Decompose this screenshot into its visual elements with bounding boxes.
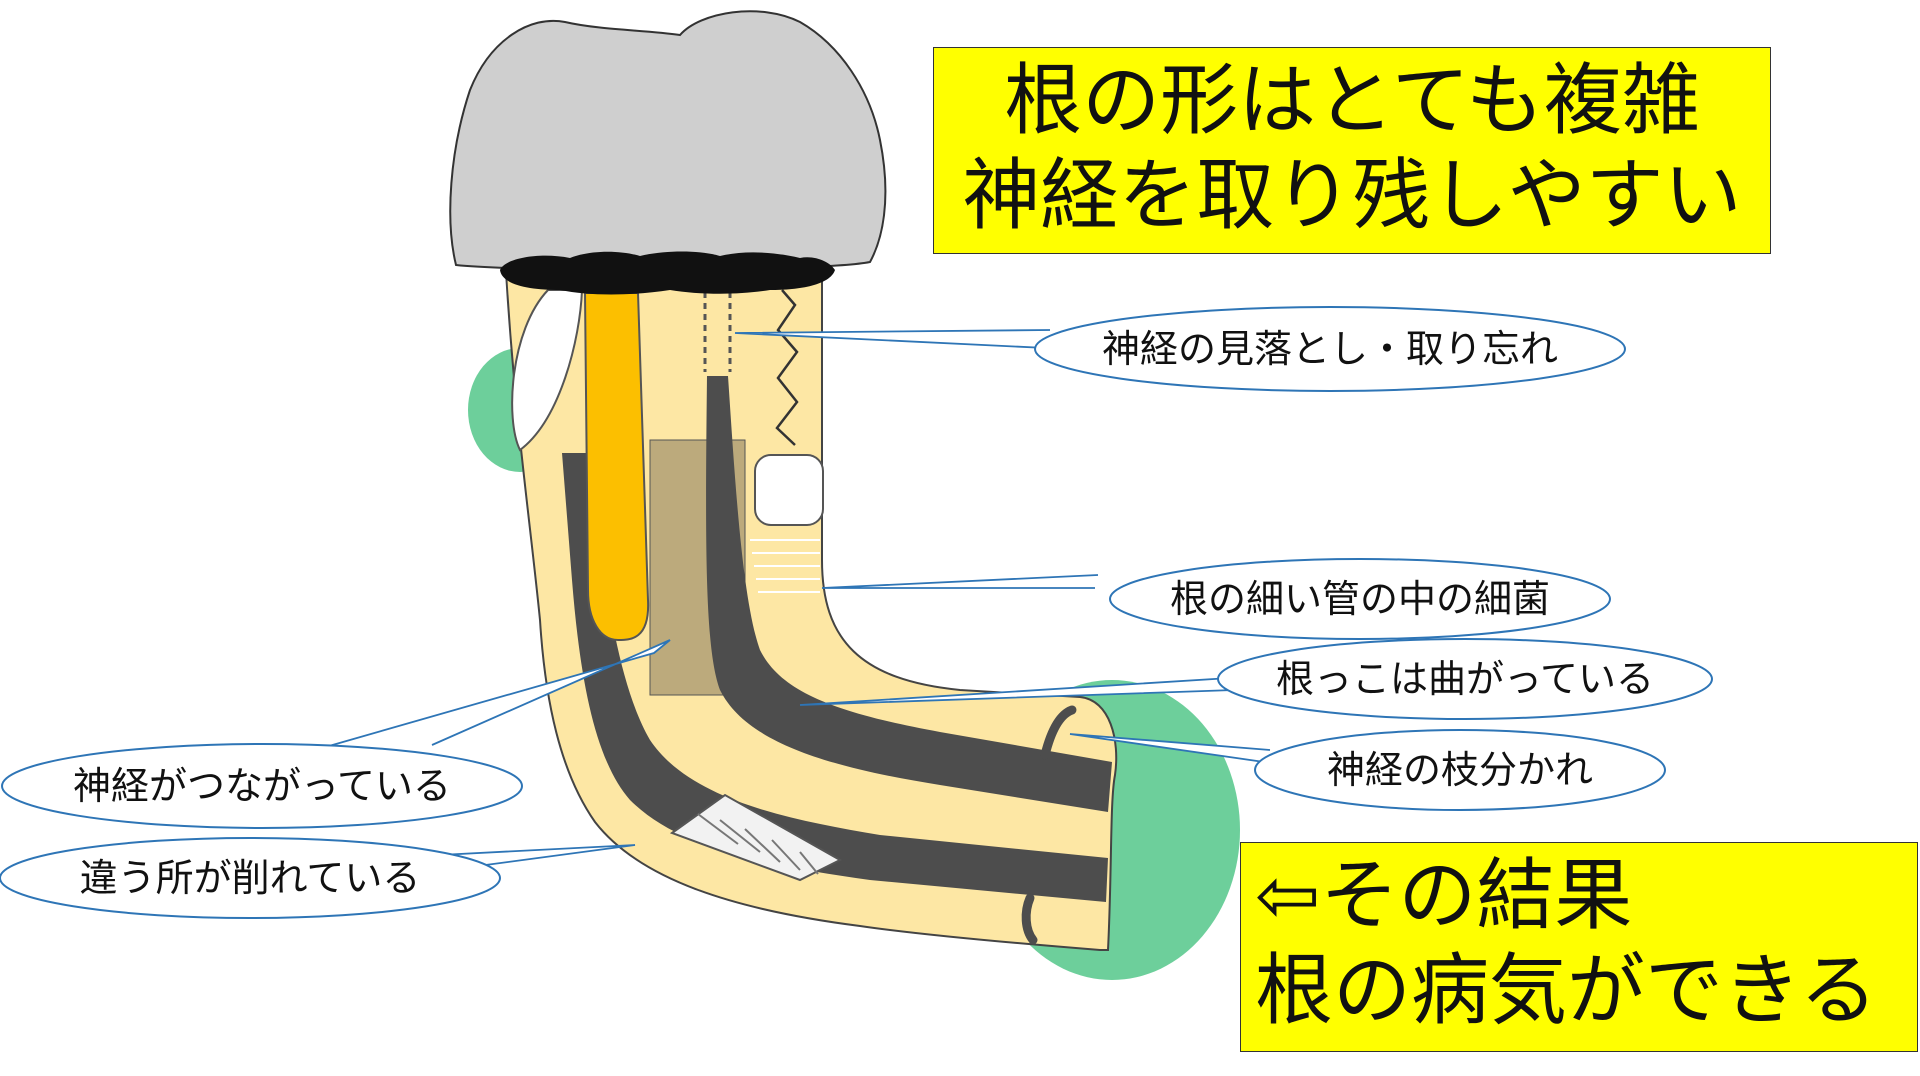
callout-text-wrong-cut: 違う所が削れている [80, 856, 421, 900]
callout-connected-nerve: 神経がつながっている [1, 639, 671, 829]
ledge-perforation [669, 793, 843, 882]
result-box: ⇦その結果 根の病気ができる [1240, 842, 1918, 1052]
result-line-1: ⇦その結果 [1255, 851, 1633, 941]
result-line-2: 根の病気ができる [1255, 946, 1878, 1037]
lateral-branch-lower [1021, 893, 1038, 945]
root-filling [583, 292, 650, 642]
title-line-1: 根の形はとても複雑 [1004, 56, 1700, 146]
callout-missed-nerve: 神経の見落とし・取り忘れ [734, 306, 1626, 392]
callout-curved-root: 根っこは曲がっている [799, 638, 1713, 720]
white-patch [754, 454, 824, 526]
zigzag-line [775, 289, 799, 446]
callout-text-connected-nerve: 神経がつながっている [73, 764, 451, 808]
callout-text-nerve-branches: 神経の枝分かれ [1327, 748, 1593, 792]
callout-text-missed-nerve: 神経の見落とし・取り忘れ [1102, 327, 1558, 371]
callout-text-curved-root: 根っこは曲がっている [1276, 657, 1654, 701]
title-box: 根の形はとても複雑 神経を取り残しやすい [933, 47, 1771, 254]
callout-text-bacteria: 根の細い管の中の細菌 [1170, 577, 1550, 621]
title-line-2: 神経を取り残しやすい [962, 151, 1742, 242]
dentinal-tubules [750, 539, 820, 593]
access-cavity [500, 251, 835, 295]
white-chip [511, 289, 584, 452]
tooth-crown [449, 10, 887, 271]
lateral-branch-upper [1040, 705, 1077, 760]
left-canal [562, 453, 1108, 902]
callout-bacteria: 根の細い管の中の細菌 [821, 558, 1611, 640]
callout-nerve-branches: 神経の枝分かれ [1069, 729, 1666, 811]
right-canal [706, 376, 1112, 812]
callout-wrong-cut: 違う所が削れている [0, 837, 636, 919]
